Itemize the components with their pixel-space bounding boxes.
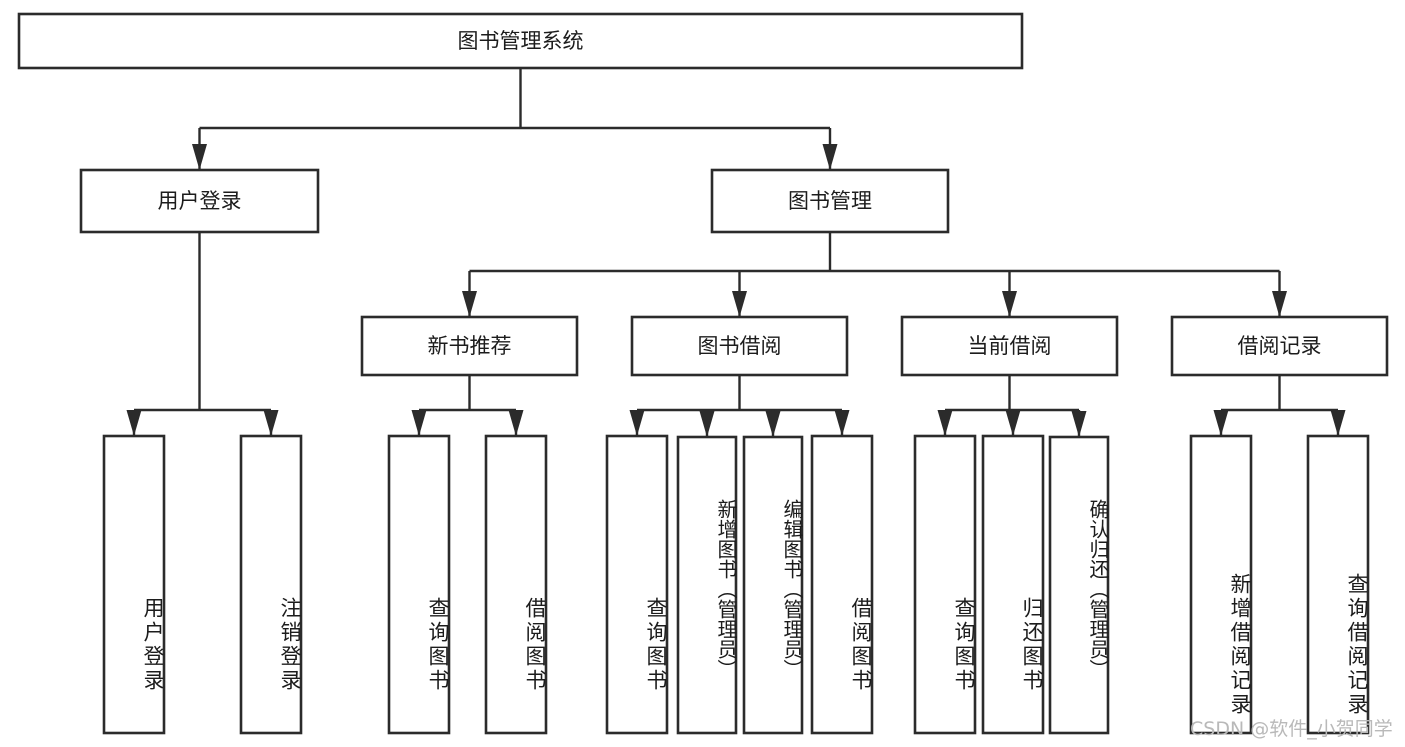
node-book-borrow[interactable] [630, 315, 849, 377]
arrow-down-icon [629, 410, 645, 436]
node-user-login[interactable] [79, 168, 320, 234]
node-book-borrow-label: 图书借阅 [698, 334, 782, 358]
arrow-down-icon [937, 410, 953, 436]
node-book-manage-label: 图书管理 [788, 189, 872, 213]
node-leaf-user-login[interactable] [102, 434, 166, 735]
node-leaf-add-book[interactable] [676, 435, 738, 735]
node-new-book-rec[interactable] [360, 315, 579, 377]
arrow-down-icon [1272, 291, 1287, 317]
watermark-text: CSDN @软件_小贺同学 [1190, 718, 1393, 740]
node-borrow-record[interactable] [1170, 315, 1389, 377]
node-root[interactable] [17, 12, 1024, 70]
node-current-borrow[interactable] [900, 315, 1119, 377]
node-book-manage[interactable] [710, 168, 950, 234]
arrow-down-icon [263, 410, 279, 436]
node-leaf-query-book-rec[interactable] [387, 434, 451, 735]
node-leaf-edit-book[interactable] [742, 435, 804, 735]
arrow-down-icon [1005, 410, 1021, 436]
arrow-down-icon [1002, 291, 1017, 317]
arrow-down-icon [822, 144, 838, 170]
arrow-down-icon [192, 144, 207, 170]
arrow-down-icon [411, 410, 427, 436]
node-leaf-logout[interactable] [239, 434, 303, 735]
arrow-down-icon [732, 291, 747, 317]
node-borrow-record-label: 借阅记录 [1238, 334, 1322, 358]
arrow-down-icon [1071, 411, 1087, 437]
arrow-down-icon [699, 411, 715, 437]
node-current-borrow-label: 当前借阅 [968, 334, 1052, 358]
node-box-layer [17, 12, 1389, 735]
connector-layer [126, 68, 1346, 437]
arrow-down-icon [462, 291, 477, 317]
node-leaf-query-book-borrow[interactable] [605, 434, 669, 735]
arrow-down-icon [834, 410, 850, 436]
node-leaf-borrow-book-rec[interactable] [484, 434, 548, 735]
arrow-down-icon [1330, 410, 1346, 436]
arrow-down-icon [765, 411, 781, 437]
arrow-down-icon [1213, 410, 1229, 436]
node-leaf-borrow-book[interactable] [810, 434, 874, 735]
node-leaf-query-record[interactable] [1306, 434, 1370, 735]
arrow-down-icon [126, 410, 142, 436]
arrow-down-icon [508, 410, 524, 436]
node-leaf-confirm-return[interactable] [1048, 435, 1110, 735]
node-user-login-label: 用户登录 [158, 189, 242, 213]
node-root-label: 图书管理系统 [458, 29, 584, 53]
node-leaf-query-book-cur[interactable] [913, 434, 977, 735]
node-leaf-add-record[interactable] [1189, 434, 1253, 735]
node-new-book-rec-label: 新书推荐 [428, 334, 512, 358]
node-leaf-return-book[interactable] [981, 434, 1045, 735]
